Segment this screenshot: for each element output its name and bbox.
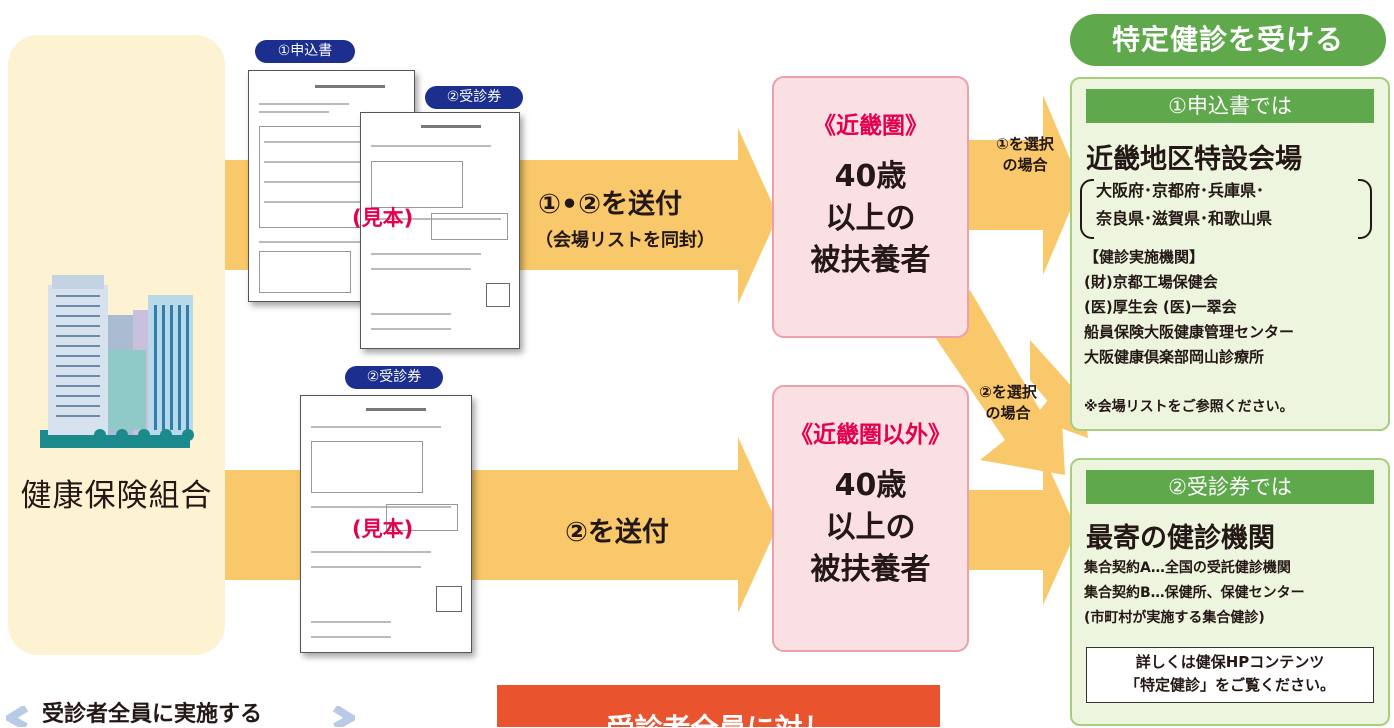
ticket-label-top: ②受診券 xyxy=(425,86,523,109)
option1-bracket-right xyxy=(1358,179,1372,239)
send-both-label: ①•②を送付 xyxy=(538,189,682,220)
target-kinki: 《近畿圏》 40歳 以上の 被扶養者 xyxy=(772,76,969,338)
target-outside-kinki-age: 40歳 以上の 被扶養者 xyxy=(810,468,931,587)
option2-lines: 集合契約A…全国の受託健診機関 集合契約B…保健所、保健センター (市町村が実施… xyxy=(1084,560,1305,626)
option1-prefectures: 大阪府･京都府･兵庫県･ 奈良県･滋賀県･和歌山県 xyxy=(1096,181,1273,228)
page-title: 特定健診を受ける xyxy=(1070,14,1386,66)
target-kinki-region: 《近畿圏》 xyxy=(813,113,928,139)
target2-to-option2-arrow-icon xyxy=(965,455,1077,605)
bottom-right-bracket-icon xyxy=(332,706,355,727)
option1-box: ①申込書では 近畿地区特設会場 大阪府･京都府･兵庫県･ 奈良県･滋賀県･和歌山… xyxy=(1070,77,1390,431)
bottom-left-bracket-icon xyxy=(6,706,29,727)
choice1-arrow-icon xyxy=(965,95,1081,275)
send-both-note: （会場リストを同封） xyxy=(535,230,715,251)
ticket-sample-top xyxy=(360,112,520,349)
option2-title: 最寄の健診機関 xyxy=(1086,523,1275,554)
building-icon xyxy=(40,275,194,448)
option1-institutions: 【健診実施機関】 (財)京都工場保健会 (医)厚生会 (医)一翠会 船員保険大阪… xyxy=(1084,248,1295,366)
choice1-label: ①を選択 の場合 xyxy=(996,135,1054,174)
sample-mark-top: (見本) xyxy=(352,206,414,230)
target-outside-kinki: 《近畿圏以外》 40歳 以上の 被扶養者 xyxy=(772,385,969,652)
organization-label: 健康保険組合 xyxy=(20,478,213,514)
send-ticket-label: ②を送付 xyxy=(565,517,669,548)
ticket-label-bottom: ②受診券 xyxy=(345,366,443,389)
option2-head: ②受診券では xyxy=(1086,470,1374,504)
sample-mark-bottom: (見本) xyxy=(352,517,414,541)
bottom-banner: 受診者全員に対し xyxy=(497,685,940,727)
bottom-send-arrow-head-icon xyxy=(738,437,778,613)
option1-bracket-left xyxy=(1080,179,1094,239)
option1-title: 近畿地区特設会場 xyxy=(1086,144,1302,175)
target-kinki-age: 40歳 以上の 被扶養者 xyxy=(810,159,931,278)
ticket-sample-bottom xyxy=(300,395,472,653)
choice2-arrow-icon xyxy=(930,290,1065,475)
choice2-label: ②を選択 の場合 xyxy=(979,383,1037,422)
application-form-label: ①申込書 xyxy=(255,40,355,63)
bottom-left-heading: 受診者全員に実施する xyxy=(42,702,263,727)
option2-box: ②受診券では 最寄の健診機関 集合契約A…全国の受託健診機関 集合契約B…保健所… xyxy=(1070,458,1390,726)
option1-head: ①申込書では xyxy=(1086,89,1374,123)
top-send-arrow-head-icon xyxy=(738,128,778,304)
option2-detail-note: 詳しくは健保HPコンテンツ 「特定健診」をご覧ください。 xyxy=(1086,647,1374,703)
option1-note: ※会場リストをご参照ください。 xyxy=(1084,399,1294,415)
target-outside-kinki-region: 《近畿圏以外》 xyxy=(790,422,951,448)
